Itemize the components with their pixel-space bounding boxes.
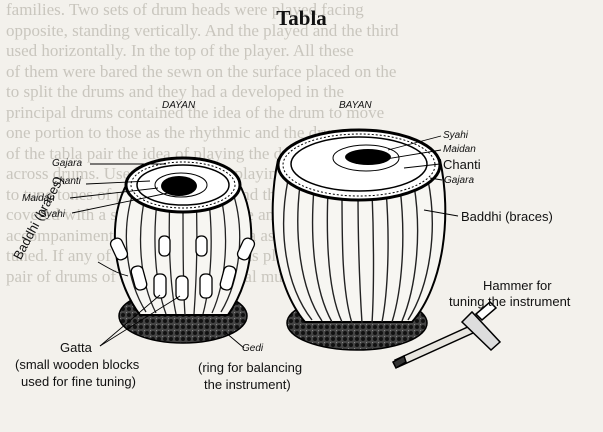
bayan-label: BAYAN (339, 100, 372, 111)
dayan-drum (109, 156, 256, 344)
gatta-description-line2: used for fine tuning) (21, 374, 136, 389)
gatta-label: Gatta (60, 340, 92, 355)
background-text-line: one portion to those as the rhythmic and… (6, 123, 385, 142)
background-text-line: principal drums contained the idea of th… (6, 102, 385, 122)
dayan-maidan-label: Maidan (22, 193, 55, 204)
hammer-label-line1: Hammer for (483, 278, 552, 293)
bayan-gajara-label: Gajara (444, 175, 475, 186)
page-title: Tabla (276, 6, 327, 30)
dayan-syahi-label: Syahi (40, 209, 66, 220)
bayan-syahi-label: Syahi (443, 130, 469, 141)
dayan-label: DAYAN (162, 100, 196, 111)
dayan-gajara-label: Gajara (52, 158, 83, 169)
bayan-syahi (345, 149, 391, 165)
dayan-syahi (161, 176, 197, 196)
hammer-label-line2: tuning the instrument (449, 294, 571, 309)
gedi-description-line2: the instrument) (204, 377, 291, 392)
bayan-braces (282, 179, 433, 324)
leader-lines (69, 135, 459, 349)
dayan-chanti-label: Chanti (52, 176, 81, 187)
bayan-maidan-label: Maidan (443, 144, 476, 155)
background-text-line: families. Two sets of drum heads were pl… (6, 0, 364, 19)
background-text-line: used horizontally. In the top of the pla… (6, 41, 354, 60)
gedi-description-line1: (ring for balancing (198, 360, 303, 375)
background-text-line: to split the drums and they had a develo… (6, 82, 345, 101)
dayan-gatta-blocks (109, 235, 256, 301)
tuning-hammer (392, 300, 502, 370)
bayan-baddhi-label: Baddhi (braces) (461, 209, 553, 224)
bayan-drum (271, 128, 447, 351)
background-text-line: opposite, standing vertically. And the p… (6, 20, 399, 40)
bayan-chanti-label: Chanti (443, 157, 481, 172)
gatta-description-line1: (small wooden blocks (15, 357, 140, 372)
gedi-label: Gedi (242, 343, 264, 354)
background-text-line: of them were bared the sewn on the surfa… (6, 61, 397, 81)
